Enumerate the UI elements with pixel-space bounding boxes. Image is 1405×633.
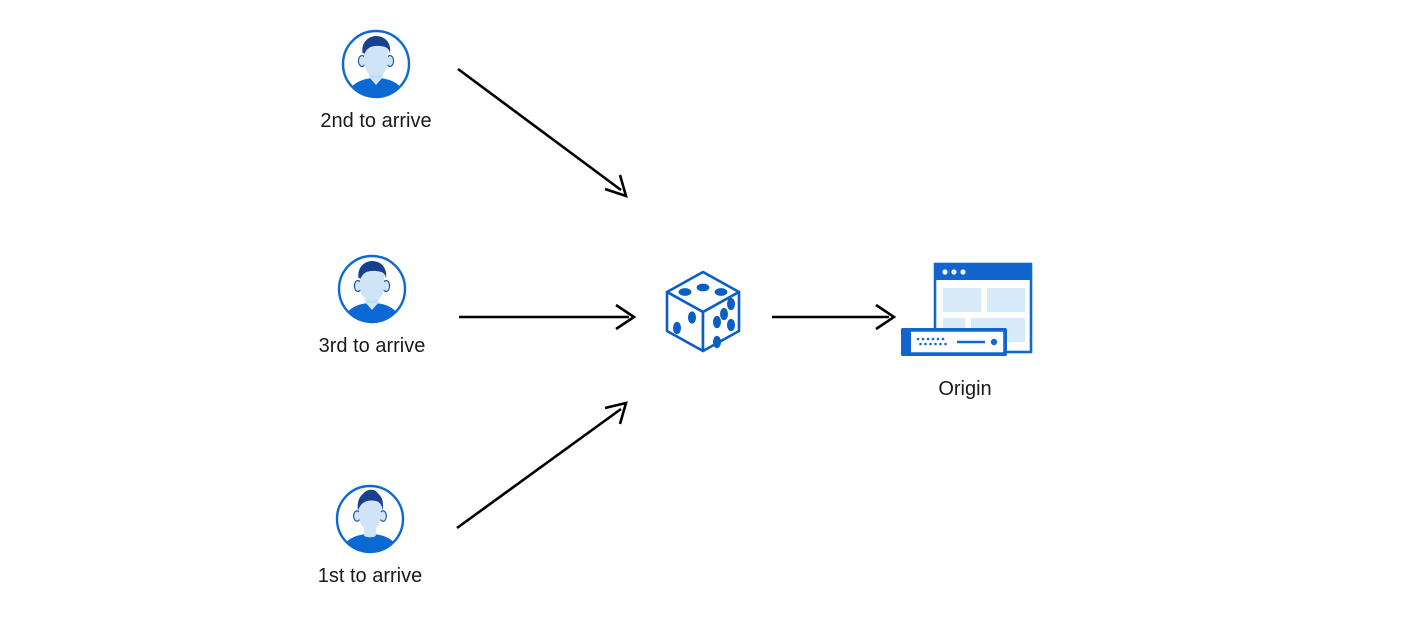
user-avatar-icon: [334, 483, 406, 555]
user-avatar-icon: [336, 253, 408, 325]
client-node-top[interactable]: 2nd to arrive: [311, 28, 441, 133]
dice-face-top-pips: [678, 283, 728, 296]
dice-face-right-pips: [713, 297, 735, 349]
user-avatar-icon: [340, 28, 412, 100]
server-appliance-part: [901, 328, 1007, 356]
window-dot: [942, 269, 948, 275]
client-node-bottom[interactable]: 1st to arrive: [305, 483, 435, 588]
arrow-client-bottom-to-dice: [456, 401, 628, 530]
server-vent-dots: [916, 337, 947, 346]
client-label-middle: 3rd to arrive: [318, 335, 426, 357]
origin-node[interactable]: Origin: [895, 258, 1035, 401]
client-node-middle[interactable]: 3rd to arrive: [307, 253, 437, 358]
arrow-dice-to-origin: [772, 303, 897, 331]
dice-face-left-pips: [673, 311, 696, 335]
origin-label: Origin: [938, 378, 992, 400]
randomizer-node[interactable]: [660, 266, 746, 358]
server-status-led: [990, 338, 998, 346]
window-dot: [951, 269, 957, 275]
arrow-client-middle-to-dice: [459, 303, 637, 331]
origin-server-icon: [895, 258, 1035, 368]
client-label-top: 2nd to arrive: [320, 110, 432, 132]
client-label-bottom: 1st to arrive: [317, 565, 423, 587]
arrow-client-top-to-dice: [457, 67, 628, 199]
dice-icon: [660, 266, 746, 358]
window-dot: [960, 269, 966, 275]
